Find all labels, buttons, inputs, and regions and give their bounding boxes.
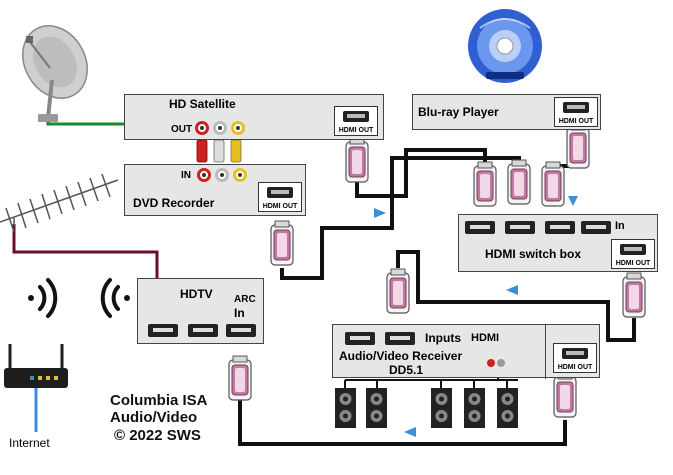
receiver-input-port-1 (345, 332, 375, 345)
flow-arrow-2 (568, 196, 578, 206)
switch-input-port-1 (465, 221, 495, 234)
cable-dvd-to-switch (280, 156, 521, 280)
tv-antenna-icon (0, 173, 119, 233)
dvd-hdmi-out-port: HDMI OUT (258, 182, 302, 212)
satellite-dish-icon (22, 25, 88, 122)
hdmi-plug-tv-arc (228, 355, 252, 401)
satellite-hdmi-out-port: HDMI OUT (334, 106, 378, 136)
speaker-terminal-grey (497, 359, 505, 367)
flow-arrow-3 (506, 285, 518, 295)
rca-out-yellow (231, 121, 245, 135)
satellite-out-label: OUT (171, 124, 193, 135)
hdmi-plug-receiver-in (386, 268, 410, 314)
speaker-front-right (366, 388, 387, 428)
wifi-signal-left-icon (28, 278, 58, 318)
bluray-hdmi-out-port: HDMI OUT (554, 97, 598, 127)
hdtv-arc-label: ARC (234, 294, 256, 305)
speaker-front-left (335, 388, 356, 428)
flow-arrow-4 (404, 427, 416, 437)
receiver-inputs-label: Inputs (425, 331, 461, 345)
hdmi-plug-bluray (566, 123, 590, 169)
switch-in-label: In (615, 220, 625, 232)
hdmi-plug-switch-in-2 (507, 159, 531, 205)
credit-line-2: Audio/Video (110, 409, 198, 426)
switch-input-port-3 (545, 221, 575, 234)
speaker-center (431, 388, 452, 428)
cable-satellite-to-switch (355, 148, 487, 198)
hdmi-plug-receiver-out (553, 372, 577, 418)
switch-input-port-4 (581, 221, 611, 234)
receiver-hdmi-label: HDMI (471, 332, 500, 344)
hdmi-plug-satellite (345, 137, 369, 183)
receiver-hdmi-out-panel (545, 325, 602, 379)
wifi-signal-right-icon (100, 278, 130, 318)
av-receiver-box: Inputs HDMI Audio/Video Receiver DD5.1 H… (332, 324, 602, 379)
hdtv-hdmi-port-2 (188, 324, 218, 337)
hdtv-hdmi-port-1 (148, 324, 178, 337)
switch-hdmi-out-port: HDMI OUT (611, 239, 655, 269)
hdmi-plug-switch-in-3 (541, 161, 565, 207)
hd-satellite-title: HD Satellite (169, 97, 236, 111)
rca-out-white (213, 121, 227, 135)
hdtv-in-label: In (234, 306, 245, 320)
flow-arrow-1 (374, 208, 386, 218)
receiver-title: Audio/Video Receiver (339, 349, 463, 363)
dvd-in-label: IN (181, 170, 191, 181)
receiver-input-port-2 (385, 332, 415, 345)
rca-cables (196, 139, 242, 163)
dvd-recorder-title: DVD Recorder (133, 196, 215, 210)
hdmi-plug-switch-in-1 (473, 161, 497, 207)
hdtv-box: HDTV ARC In (137, 278, 264, 344)
speaker-surround-right (497, 388, 518, 428)
hdmi-plug-dvd (270, 220, 294, 266)
router-icon (4, 344, 68, 388)
hdmi-switch-title: HDMI switch box (485, 247, 582, 261)
dvd-recorder-box: IN DVD Recorder HDMI OUT (124, 164, 306, 216)
hd-satellite-box: HD Satellite OUT HDMI OUT (124, 94, 384, 140)
switch-input-port-2 (505, 221, 535, 234)
speaker-terminal-red (487, 359, 495, 367)
hdtv-hdmi-port-arc (226, 324, 256, 337)
rca-in-white (215, 168, 229, 182)
bluray-player-title: Blu-ray Player (418, 105, 499, 119)
cable-switch-to-receiver (396, 250, 636, 342)
internet-label: Internet (9, 436, 50, 450)
hdtv-title: HDTV (180, 287, 213, 301)
cable-receiver-to-tv (238, 398, 567, 446)
bluray-player-box: Blu-ray Player HDMI OUT (412, 94, 601, 130)
credit-line-3: © 2022 SWS (114, 427, 201, 444)
receiver-dd51-label: DD5.1 (389, 363, 424, 377)
rca-in-yellow (233, 168, 247, 182)
hdmi-switch-box: In HDMI switch box HDMI OUT (458, 214, 658, 272)
receiver-hdmi-out-port: HDMI OUT (553, 343, 597, 373)
bluray-disc-icon (468, 9, 542, 83)
credit-line-1: Columbia ISA (110, 392, 208, 409)
hdmi-plug-switch-out (622, 272, 646, 318)
rca-out-red (195, 121, 209, 135)
speaker-array (335, 367, 518, 428)
rca-in-red (197, 168, 211, 182)
speaker-surround-left (464, 388, 485, 428)
